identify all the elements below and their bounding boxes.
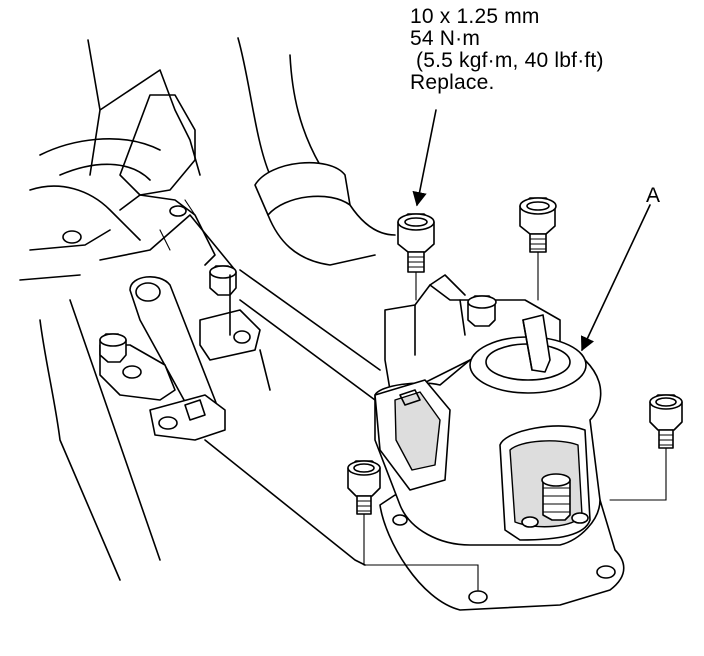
callout-label-a: A (646, 184, 661, 207)
torque-alt-units-text: (5.5 kgf·m, 40 lbf·ft) (410, 49, 604, 72)
replace-note-text: Replace. (410, 71, 495, 94)
mount-bolt-right (649, 394, 683, 449)
engine-mount (374, 274, 625, 611)
left-bolt-1 (99, 333, 127, 363)
callout-a-arrow (580, 204, 651, 352)
frame-rails (204, 269, 381, 566)
bolt-alignment-lines (363, 251, 667, 591)
mount-bolt-lower-left (347, 460, 381, 515)
torque-specification: 10 x 1.25 mm 54 N·m (5.5 kgf·m, 40 lbf·f… (410, 6, 604, 94)
coolant-hose (237, 37, 396, 266)
left-bolt-2 (209, 265, 237, 296)
transmission-housing (19, 39, 236, 581)
torque-spec-arrow (412, 109, 437, 207)
mount-bolt-center (467, 295, 497, 327)
bolt-size-text: 10 x 1.25 mm (410, 5, 540, 28)
mount-bolt-top-right (519, 197, 557, 253)
mount-bolt-top-left (397, 213, 435, 273)
torque-newton-meters-text: 54 N·m (410, 27, 481, 50)
